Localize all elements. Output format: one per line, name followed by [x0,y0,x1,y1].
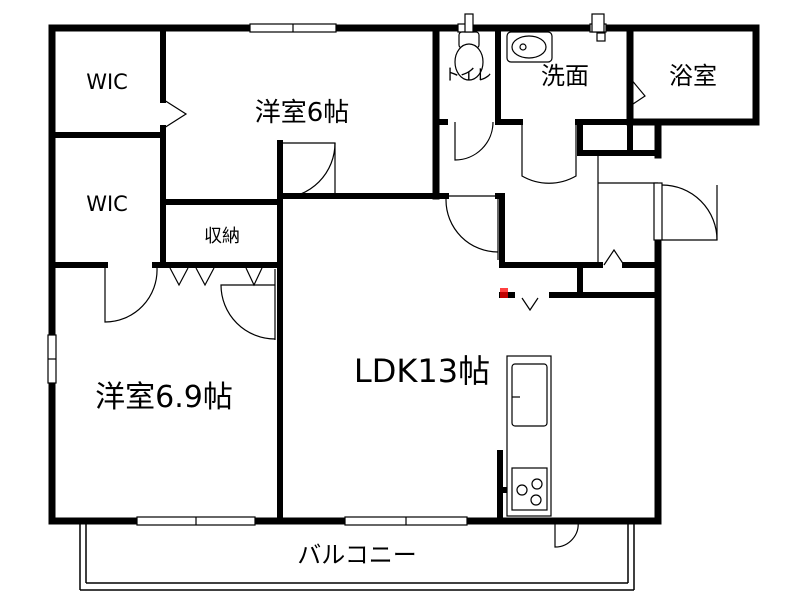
sink [511,363,548,427]
windows [47,23,663,526]
room-label-toilet: トイレ [444,65,492,84]
window-entry [653,182,663,241]
door-balcony-small [554,520,579,548]
room-label-washroom: 洗面 [541,62,589,90]
door-ldk-hall [220,284,276,340]
wash-basin-fixture [506,31,553,63]
room-label-western-room-upper: 洋室6帖 [255,98,350,128]
toilet-fixture [454,13,484,81]
room-label-wic-top: WIC [86,70,128,94]
room-label-balcony: バルコニー [297,541,417,569]
washing-machine-mark [591,13,606,42]
room-label-ldk: LDK13帖 [354,352,490,390]
door-wash [521,122,577,184]
door-lower-room [104,267,158,323]
balcony-outline [79,523,635,591]
door-toilet [454,121,494,161]
red-marker [500,288,508,298]
doors [104,121,718,548]
thin-lines [446,153,658,265]
room-label-storage: 収納 [204,226,240,247]
door-hall [445,196,499,253]
room-label-bathroom: 浴室 [669,62,717,90]
closet-marks [163,77,646,312]
room-label-wic-mid: WIC [86,192,128,216]
kitchen-counter [506,355,552,517]
interior-walls [49,25,661,524]
room-label-western-room-lower: 洋室6.9帖 [95,380,233,415]
